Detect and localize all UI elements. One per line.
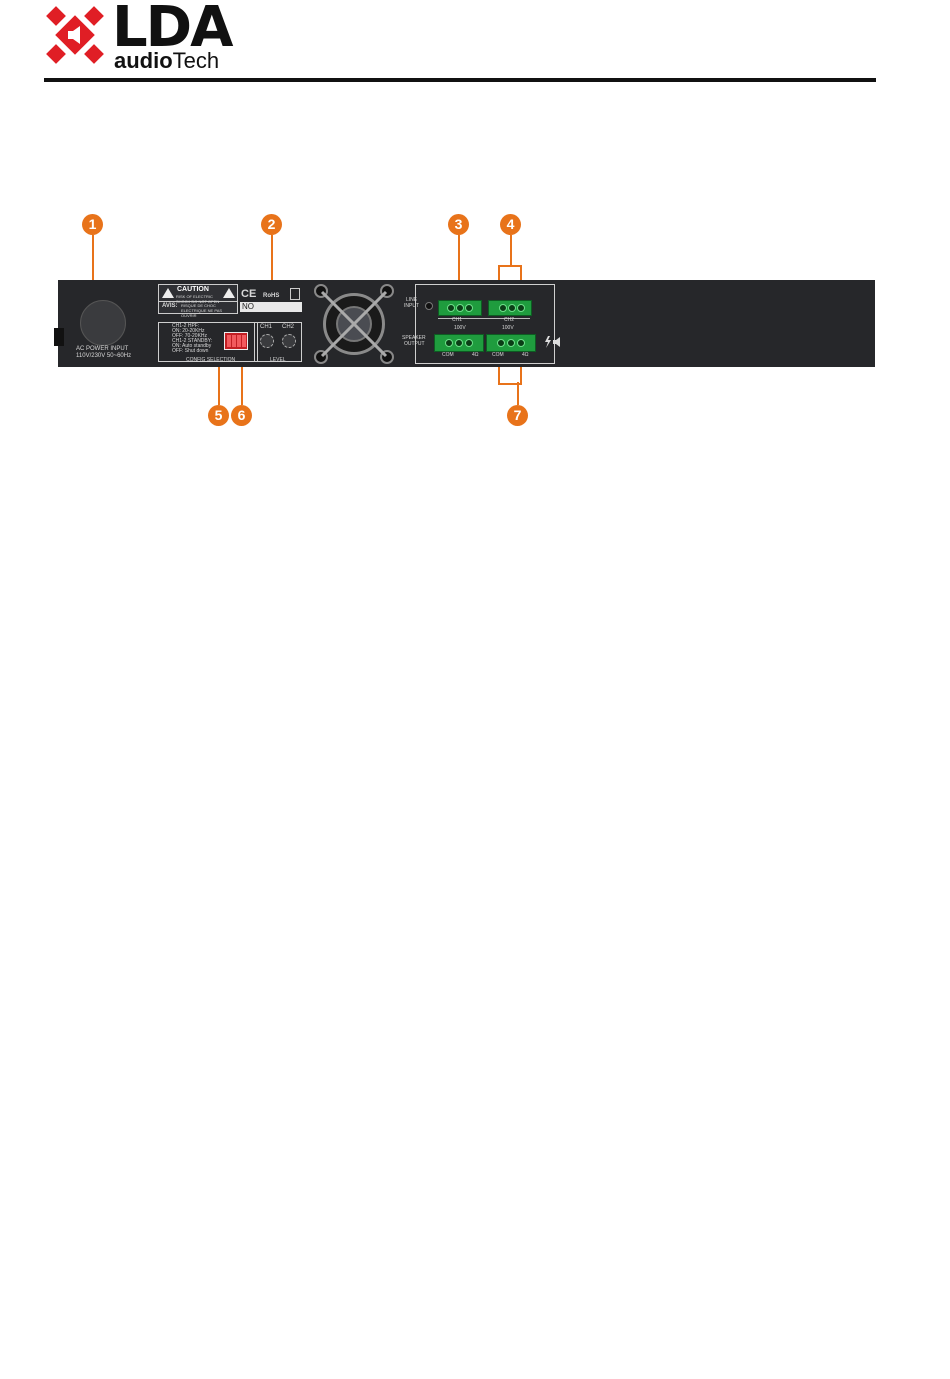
- config-selection-label: CONFIG SELECTION: [186, 357, 236, 363]
- ce-mark: CE: [241, 288, 257, 300]
- caution-divider: [159, 301, 237, 302]
- terminal-pin: [465, 339, 473, 347]
- line-input-ch2-terminal[interactable]: [488, 300, 532, 316]
- callout-3: 3: [448, 214, 469, 235]
- callout-4: 4: [500, 214, 521, 235]
- config-line-4: CH1-2 STANDBY:: [172, 338, 213, 344]
- fan-guard-icon: [320, 290, 388, 358]
- config-line-5: ON: Auto standby: [172, 343, 212, 349]
- config-line-1: CH1-2 HPF:: [172, 323, 200, 329]
- dip-switch-3[interactable]: [237, 335, 241, 347]
- callout-3-line: [458, 235, 460, 301]
- shock-hazard-speaker-icon: [545, 336, 560, 348]
- config-line-3: OFF: 70-20KHz: [172, 333, 208, 339]
- power-cord-icon: [54, 328, 64, 346]
- dip-switch-2[interactable]: [232, 335, 236, 347]
- header-rule: [44, 78, 876, 82]
- callout-1-line: [92, 235, 94, 295]
- line-input-ch2-label: CH2: [504, 317, 515, 323]
- com-label-2: COM: [492, 352, 504, 358]
- dip-switch-1[interactable]: [227, 335, 231, 347]
- callout-2: 2: [261, 214, 282, 235]
- terminal-pin: [517, 304, 525, 312]
- caution-label: CAUTION RISK OF ELECTRIC SHOCK DO NOT OP…: [158, 284, 238, 318]
- callout-7-line: [517, 382, 519, 405]
- fan: [314, 284, 394, 364]
- ch-divider: [438, 318, 530, 319]
- brand-main: LDA: [112, 0, 234, 60]
- terminal-pin: [456, 304, 464, 312]
- callout-5-line: [218, 355, 220, 405]
- level-ch1-label: CH1: [260, 324, 273, 330]
- speaker-output-label-2: OUTPUT: [404, 341, 425, 347]
- brand-sub: audioTech: [114, 50, 219, 72]
- avis-sub: RISQUE DE CHOC ELECTRIQUE NE PAS OUVRIR: [181, 303, 223, 318]
- config-line-2: ON: 20-20KHz: [172, 328, 205, 334]
- terminal-pin: [507, 339, 515, 347]
- terminal-pin: [497, 339, 505, 347]
- brand-sub-a: audio: [114, 48, 173, 73]
- brand-sub-b: Tech: [172, 48, 220, 73]
- level-label: LEVEL: [270, 357, 286, 363]
- no-field: NO: [240, 302, 302, 312]
- terminal-pin: [499, 304, 507, 312]
- logo: LDA audioTech: [44, 0, 244, 72]
- ground-screw: [425, 302, 433, 310]
- terminal-pin: [465, 304, 473, 312]
- ohm-label-1: 4Ω: [472, 352, 479, 358]
- avis-title: AVIS:: [162, 303, 178, 309]
- terminal-pin: [447, 304, 455, 312]
- logo-mark-icon: [46, 6, 104, 64]
- ac-input-label-2: 110V/230V 50~60Hz: [76, 353, 132, 359]
- v100-label-2: 100V: [502, 325, 514, 331]
- com-label-1: COM: [442, 352, 454, 358]
- terminal-pin: [455, 339, 463, 347]
- terminal-pin: [445, 339, 453, 347]
- callout-4-line: [510, 235, 512, 266]
- rohs-mark: RoHS: [263, 293, 280, 299]
- level-box: [254, 322, 302, 362]
- callout-1: 1: [82, 214, 103, 235]
- speaker-output-ch2-terminal[interactable]: [486, 334, 536, 352]
- level-ch2-label: CH2: [282, 324, 295, 330]
- terminal-pin: [508, 304, 516, 312]
- line-input-label-2: INPUT: [404, 303, 419, 309]
- line-input-ch1-label: CH1: [452, 317, 463, 323]
- no-label: NO: [242, 302, 254, 311]
- line-input-ch1-terminal[interactable]: [438, 300, 482, 316]
- dip-switch-4[interactable]: [242, 335, 246, 347]
- power-inlet: [80, 300, 126, 346]
- ohm-label-2: 4Ω: [522, 352, 529, 358]
- callout-7: 7: [507, 405, 528, 426]
- rear-panel: AC POWER INPUT 110V/230V 50~60Hz CAUTION…: [54, 280, 875, 367]
- level-knob-ch2[interactable]: [282, 334, 296, 348]
- warning-triangle-icon: [162, 288, 174, 298]
- line-input-label-1: LINE: [406, 297, 418, 303]
- v100-label-1: 100V: [454, 325, 466, 331]
- ac-input-label-1: AC POWER INPUT: [76, 346, 129, 352]
- config-line-6: OFF: Shut down: [172, 348, 209, 354]
- level-knob-ch1[interactable]: [260, 334, 274, 348]
- terminal-pin: [517, 339, 525, 347]
- callout-6-line: [241, 355, 243, 405]
- weee-bin-icon: [290, 288, 300, 300]
- caution-title: CAUTION: [177, 286, 209, 293]
- config-selection-box: [158, 322, 258, 362]
- warning-triangle-icon: [223, 288, 235, 298]
- callout-6: 6: [231, 405, 252, 426]
- dip-switch[interactable]: [224, 332, 248, 350]
- speaker-output-ch1-terminal[interactable]: [434, 334, 484, 352]
- io-block: [415, 284, 555, 364]
- callout-5: 5: [208, 405, 229, 426]
- speaker-output-label-1: SPEAKER: [402, 335, 426, 341]
